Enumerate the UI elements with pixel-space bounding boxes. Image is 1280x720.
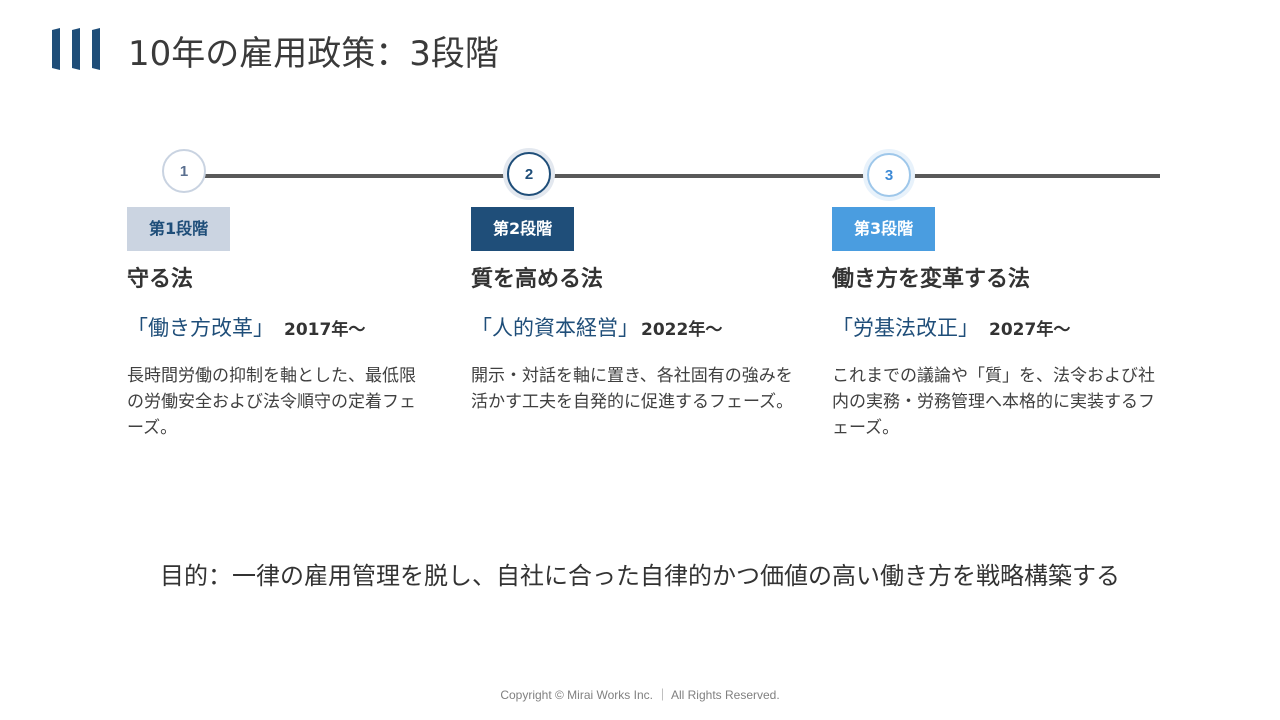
phase-title: 働き方を変革する法 (832, 267, 1031, 292)
step-marker-1: 1 (162, 149, 206, 193)
law-year: 2022年～ (641, 320, 723, 340)
phase-badge: 第2段階 (471, 207, 575, 251)
phase-1: 第1段階 守る法 「働き方改革」 2017年～ 長時間労働の抑制を軸とした、最低限… (127, 207, 417, 441)
copyright-footer: Copyright © Mirai Works Inc. ｜ All Right… (500, 688, 780, 702)
law-year: 2017年～ (284, 320, 366, 340)
company-logo-icon (52, 28, 100, 70)
phase-law: 「働き方改革」 2017年～ (127, 313, 417, 345)
phase-3: 第3段階 働き方を変革する法 「労基法改正」 2027年～ これまでの議論や「質」… (832, 207, 1162, 441)
step-marker-3: 3 (867, 153, 911, 197)
phase-description: 開示・対話を軸に置き、各社固有の強みを活かす工夫を自発的に促進するフェーズ。 (471, 366, 794, 412)
phase-title: 質を高める法 (471, 267, 604, 292)
phase-2: 第2段階 質を高める法 「人的資本経営」2022年～ 開示・対話を軸に置き、各社… (471, 207, 801, 415)
phase-badge: 第1段階 (127, 207, 231, 251)
phase-badge: 第3段階 (832, 207, 936, 251)
page-title: 10年の雇用政策：3段階 (128, 34, 499, 74)
law-name: 「労基法改正」 (832, 316, 979, 340)
phase-description: これまでの議論や「質」を、法令および社内の実務・労務管理へ本格的に実装するフェー… (832, 366, 1155, 438)
purpose-statement: 目的：一律の雇用管理を脱し、自社に合った自律的かつ価値の高い働き方を戦略構築する (160, 562, 1120, 590)
timeline-line (185, 174, 1160, 178)
step-marker-2: 2 (507, 152, 551, 196)
phase-law: 「人的資本経営」2022年～ (471, 313, 801, 345)
phase-description: 長時間労働の抑制を軸とした、最低限の労働安全および法令順守の定着フェーズ。 (127, 366, 416, 438)
law-year: 2027年～ (989, 320, 1071, 340)
phase-law: 「労基法改正」 2027年～ (832, 313, 1162, 345)
law-name: 「人的資本経営」 (471, 316, 639, 340)
law-name: 「働き方改革」 (127, 316, 274, 340)
phase-title: 守る法 (127, 267, 194, 292)
